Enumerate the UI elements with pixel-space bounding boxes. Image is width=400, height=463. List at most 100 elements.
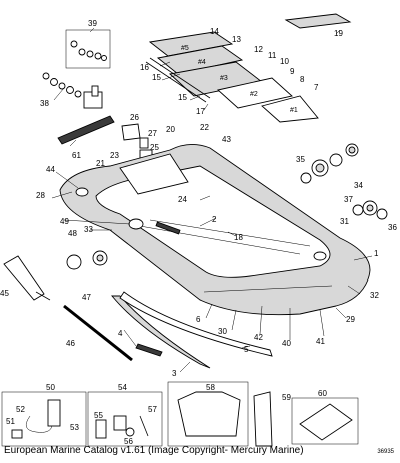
kit-39-box (65, 29, 111, 69)
floor-label-3: #3 (220, 75, 228, 82)
part-label-39: 39 (88, 19, 97, 28)
part-label-37: 37 (344, 195, 353, 204)
part-label-11: 11 (268, 51, 277, 60)
part-label-17: 17 (196, 107, 205, 116)
catalog-caption: European Marine Catalog v1.61 (Image Cop… (4, 445, 304, 456)
part-label-6: 6 (196, 315, 201, 324)
part-label-42: 42 (254, 333, 263, 342)
part-label-36: 36 (388, 223, 397, 232)
part-label-56: 56 (124, 437, 133, 446)
floor-board-set: #5 #4 #3 #2 #1 (145, 13, 352, 123)
kit-50-box (1, 391, 87, 447)
part-label-5: 5 (244, 345, 249, 354)
hull-band (199, 279, 369, 316)
seat-board (284, 13, 352, 29)
floor-board-5 (148, 31, 234, 57)
part-label-31: 31 (340, 217, 349, 226)
cap-27 (139, 137, 149, 149)
part-label-30: 30 (218, 327, 227, 336)
part-label-34: 34 (354, 181, 363, 190)
kit-54-box (87, 391, 163, 447)
boat-hull (59, 144, 371, 316)
part-label-50: 50 (46, 383, 55, 392)
part-label-21: 21 (96, 159, 105, 168)
part-label-9: 9 (290, 67, 295, 76)
kit-60-box (291, 397, 359, 445)
part-number-labels: 1 2 3 4 5 6 7 8 9 10 11 12 13 14 15 15 1… (0, 19, 397, 446)
part-label-46: 46 (66, 339, 75, 348)
part-label-3: 3 (172, 369, 177, 378)
part-label-32: 32 (370, 291, 379, 300)
part-label-52: 52 (16, 405, 25, 414)
part-label-24: 24 (178, 195, 187, 204)
bar-4 (135, 343, 163, 357)
part-label-28: 28 (36, 191, 45, 200)
kit-54-parts (95, 415, 149, 439)
part-label-15-b: 15 (178, 93, 187, 102)
part-label-1: 1 (374, 249, 379, 258)
leader-lines (51, 27, 373, 373)
bow-handle (313, 251, 327, 261)
kit-39-parts (70, 40, 107, 61)
part-label-4: 4 (118, 329, 123, 338)
part-label-41: 41 (316, 337, 325, 346)
part-label-38: 38 (40, 99, 49, 108)
valve-assembly-34 (300, 143, 359, 184)
floor-board-4 (156, 45, 244, 75)
oar-blade-45 (3, 255, 45, 301)
handle-44 (75, 187, 89, 197)
part-label-15: 15 (152, 73, 161, 82)
part-label-33: 33 (84, 225, 93, 234)
part-label-29: 29 (346, 315, 355, 324)
part-label-35: 35 (296, 155, 305, 164)
floor-label-4: #4 (198, 59, 206, 66)
part-label-18: 18 (234, 233, 243, 242)
floor-label-1: #1 (290, 107, 298, 114)
edge-rail-left-inner (149, 57, 211, 99)
floor-board-2 (217, 77, 293, 109)
bag-59 (253, 391, 273, 447)
floor-board-1 (261, 95, 319, 123)
oar-shaft-46 (63, 304, 133, 362)
pump-50 (11, 399, 61, 439)
part-label-40: 40 (282, 339, 291, 348)
oarlock-47 (66, 250, 108, 270)
keel-strip-5 (119, 291, 273, 357)
part-label-14: 14 (210, 27, 219, 36)
part-label-26: 26 (130, 113, 139, 122)
rub-strip-61 (57, 115, 115, 145)
floor-label-5: #5 (181, 45, 189, 52)
patch-26 (121, 123, 141, 141)
transom (119, 153, 189, 195)
part-label-54: 54 (118, 383, 127, 392)
part-label-55: 55 (94, 411, 103, 420)
part-label-53: 53 (70, 423, 79, 432)
manual-60 (299, 403, 353, 441)
part-label-61: 61 (72, 151, 81, 160)
part-label-45: 45 (0, 289, 9, 298)
part-label-44: 44 (46, 165, 55, 174)
keel-strip-3 (111, 295, 211, 369)
part-label-57: 57 (148, 405, 157, 414)
document-number: 36935 (377, 449, 394, 455)
part-label-10: 10 (280, 57, 289, 66)
part-label-48: 48 (68, 229, 77, 238)
valve-assembly-36 (352, 200, 388, 220)
part-label-59: 59 (282, 393, 291, 402)
brand-decal (155, 221, 181, 235)
part-label-23: 23 (110, 151, 119, 160)
part-label-13: 13 (232, 35, 241, 44)
cover-58 (177, 391, 241, 437)
part-label-8: 8 (300, 75, 305, 84)
part-label-12: 12 (254, 45, 263, 54)
part-label-7: 7 (314, 83, 319, 92)
part-label-16: 16 (140, 63, 149, 72)
part-label-25: 25 (150, 143, 159, 152)
part-label-47: 47 (82, 293, 91, 302)
part-label-2: 2 (212, 215, 217, 224)
part-label-43: 43 (222, 135, 231, 144)
floor-label-2: #2 (250, 91, 258, 98)
part-label-19: 19 (334, 29, 343, 38)
part-label-20: 20 (166, 125, 175, 134)
oarlock-49 (128, 218, 144, 230)
